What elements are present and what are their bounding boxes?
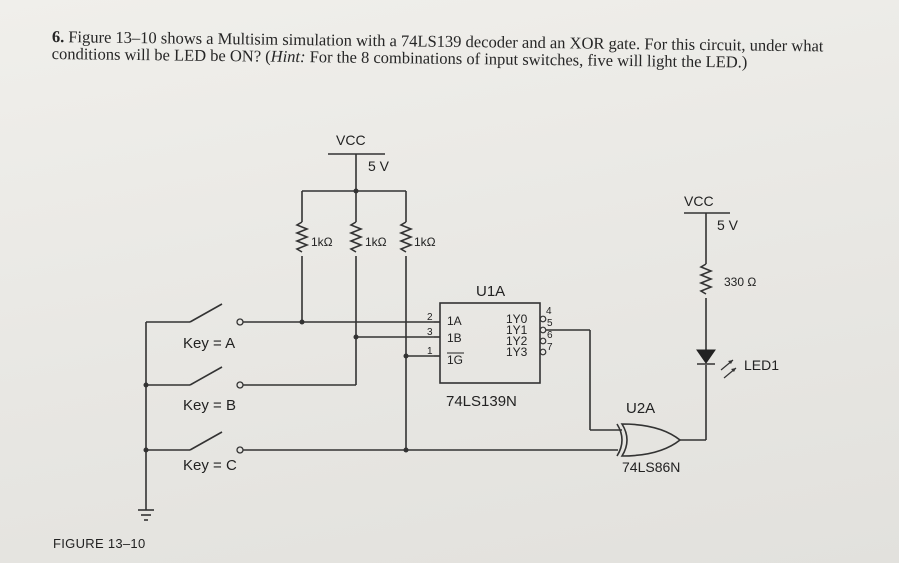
- decoder-input-1b: 1B: [447, 331, 462, 345]
- key-b-label: Key = B: [183, 397, 236, 414]
- decoder-output-1y2: 1Y2: [506, 334, 528, 348]
- bubble-1y1: [539, 326, 547, 334]
- resistor-3-label: 1kΩ: [414, 235, 436, 249]
- key-c-switch: [189, 431, 223, 451]
- key-a-contact: [236, 318, 244, 326]
- decoder-output-1y0: 1Y0: [506, 312, 528, 326]
- key-a-switch: [189, 303, 223, 323]
- decoder-output-1y3: 1Y3: [506, 345, 528, 359]
- decoder-pin-1: 1: [427, 346, 433, 357]
- vcc-right-voltage: 5 V: [717, 217, 739, 233]
- decoder-box: [439, 302, 541, 384]
- xor-gate-body: [620, 423, 682, 457]
- resistor-2-label: 1kΩ: [365, 235, 387, 249]
- vcc-right-label: VCC: [684, 193, 714, 209]
- xor-part: 74LS86N: [622, 459, 680, 475]
- decoder-pin-5: 5: [547, 318, 553, 329]
- resistor-1-symbol: [294, 221, 310, 253]
- decoder-input-1a: 1A: [447, 314, 462, 328]
- decoder-input-1g: 1G: [447, 353, 463, 367]
- resistor-3-symbol: [398, 221, 414, 253]
- resistor-2-symbol: [348, 221, 364, 253]
- decoder-pin-2: 2: [427, 312, 433, 323]
- key-c-contact: [236, 446, 244, 454]
- bubble-1y2: [539, 337, 547, 345]
- xor-input-curve: [616, 423, 623, 457]
- decoder-ref: U1A: [476, 283, 505, 300]
- decoder-pin-3: 3: [427, 327, 433, 338]
- decoder-output-1y1: 1Y1: [506, 323, 528, 337]
- led-symbol: [696, 349, 716, 364]
- led-resistor-label: 330 Ω: [724, 275, 756, 289]
- bubble-1y0: [539, 315, 547, 323]
- figure-label: FIGURE 13–10: [53, 536, 146, 551]
- decoder-part: 74LS139N: [446, 393, 517, 410]
- xor-ref: U2A: [626, 400, 655, 417]
- resistor-1-label: 1kΩ: [311, 235, 333, 249]
- led-resistor-symbol: [698, 263, 714, 295]
- vcc-left-voltage: 5 V: [368, 158, 390, 174]
- led-label: LED1: [744, 357, 779, 373]
- vcc-left-label: VCC: [336, 132, 366, 148]
- bubble-1y3: [539, 348, 547, 356]
- key-a-label: Key = A: [183, 335, 235, 352]
- key-b-contact: [236, 381, 244, 389]
- decoder-pin-7: 7: [547, 342, 553, 353]
- decoder-pin-6: 6: [547, 330, 553, 341]
- key-b-switch: [189, 366, 223, 386]
- key-c-label: Key = C: [183, 457, 237, 474]
- decoder-pin-4: 4: [546, 306, 552, 317]
